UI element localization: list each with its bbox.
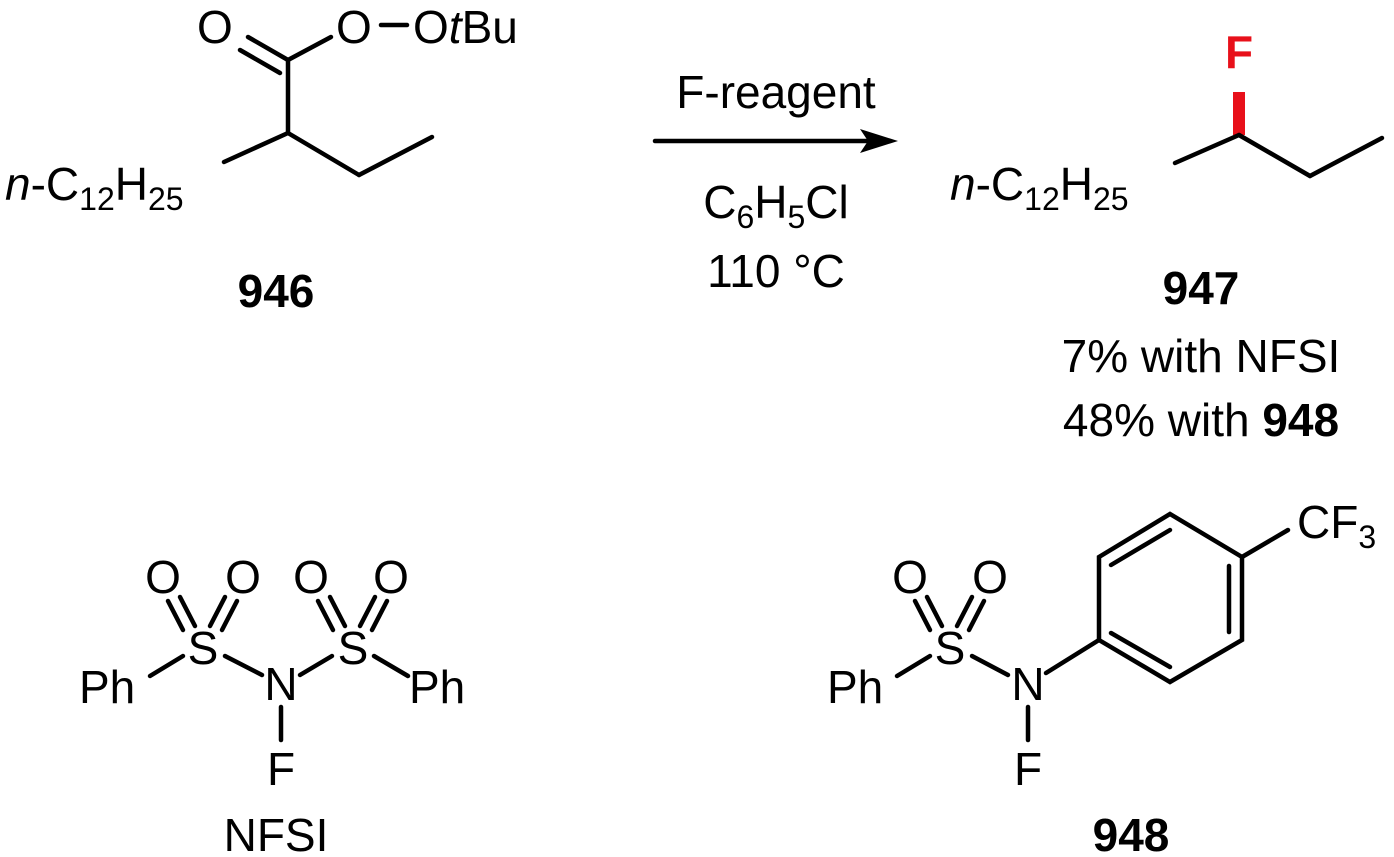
carbon-count-subscript: 12 [1024, 181, 1060, 217]
compound-948: CF3 O O S N F Ph 948 [827, 496, 1376, 857]
chain-hydrogen: H [1060, 158, 1093, 210]
normal-prefix: n [950, 158, 976, 210]
compound-number-947: 947 [1163, 262, 1240, 314]
trifluoromethyl-cf: CF [1297, 496, 1358, 548]
nfsi-oxygen-4: O [373, 551, 409, 603]
yield-948-text: 48% with 948 [1063, 394, 1339, 446]
nfsi-phenyl-2: Ph [409, 661, 465, 713]
tert-butoxy-oxygen: O [413, 1, 449, 53]
yield-948-prefix: 48% with [1063, 394, 1262, 446]
arrow-head-icon [860, 129, 898, 153]
nfsi-oxygen-2: O [225, 551, 261, 603]
carbonyl-oxygen-label: O [197, 1, 233, 53]
compound-number-948: 948 [1093, 809, 1170, 857]
nfsi-oxygen-1: O [145, 551, 181, 603]
chain-carbon: -C [31, 158, 80, 210]
fluorine-label-947: F [1225, 26, 1253, 78]
nfsi-fluorine: F [267, 743, 295, 795]
nfsi-phenyl-1: Ph [79, 661, 135, 713]
fluorine-948: F [1014, 743, 1042, 795]
yield-948-ref: 948 [1262, 394, 1339, 446]
hydrogen-count-subscript: 25 [1093, 181, 1129, 217]
chain-hydrogen: H [115, 158, 148, 210]
reaction-arrow-group: F-reagent C6H5Cl 110 °C [652, 66, 898, 297]
temperature-label: 110 °C [707, 245, 845, 297]
dodecyl-chain-label-947: n-C12H25 [950, 158, 1129, 217]
normal-prefix: n [5, 158, 31, 210]
solvent-label: C6H5Cl [703, 176, 849, 235]
trifluoromethyl-subscript: 3 [1358, 519, 1376, 555]
oxygen-2-948: O [972, 551, 1008, 603]
solvent-chlorine: Cl [805, 176, 848, 228]
ester-oxygen-label: O [336, 1, 372, 53]
butyl-label: Bu [462, 1, 518, 53]
compound-number-946: 946 [238, 265, 315, 317]
tert-butoxy-label: OtBu [413, 1, 518, 53]
benzene-ring [1096, 511, 1245, 685]
sulfur-948: S [935, 622, 966, 674]
solvent-hydrogen: H [754, 176, 787, 228]
reagent-label: F-reagent [676, 66, 876, 118]
nfsi-sulfur-1: S [188, 622, 219, 674]
phenyl-948: Ph [827, 661, 883, 713]
chain-carbon: -C [976, 158, 1025, 210]
tert-prefix: t [449, 1, 464, 53]
compound-946-bonds [221, 22, 435, 178]
nitrogen-948: N [1011, 658, 1044, 710]
trifluoromethyl-label: CF3 [1297, 496, 1376, 555]
solvent-carbon: C [703, 176, 736, 228]
compound-947: F n-C12H25 947 7% with NFSI 48% with 948 [950, 26, 1385, 446]
solvent-hydrogen-subscript: 5 [788, 199, 806, 235]
dodecyl-chain-label-946: n-C12H25 [5, 158, 184, 217]
nfsi-oxygen-3: O [293, 551, 329, 603]
carbon-count-subscript: 12 [79, 181, 115, 217]
yield-nfsi-text: 7% with NFSI [1062, 330, 1341, 382]
solvent-carbon-subscript: 6 [736, 199, 754, 235]
hydrogen-count-subscript: 25 [148, 181, 184, 217]
nfsi-structure: O O O O S S N F Ph Ph NFSI [79, 551, 465, 857]
nfsi-nitrogen: N [264, 658, 297, 710]
oxygen-1-948: O [892, 551, 928, 603]
nfsi-sulfur-2: S [338, 622, 369, 674]
nfsi-name: NFSI [224, 809, 329, 857]
compound-946: O O OtBu n-C12H25 946 [5, 1, 518, 317]
